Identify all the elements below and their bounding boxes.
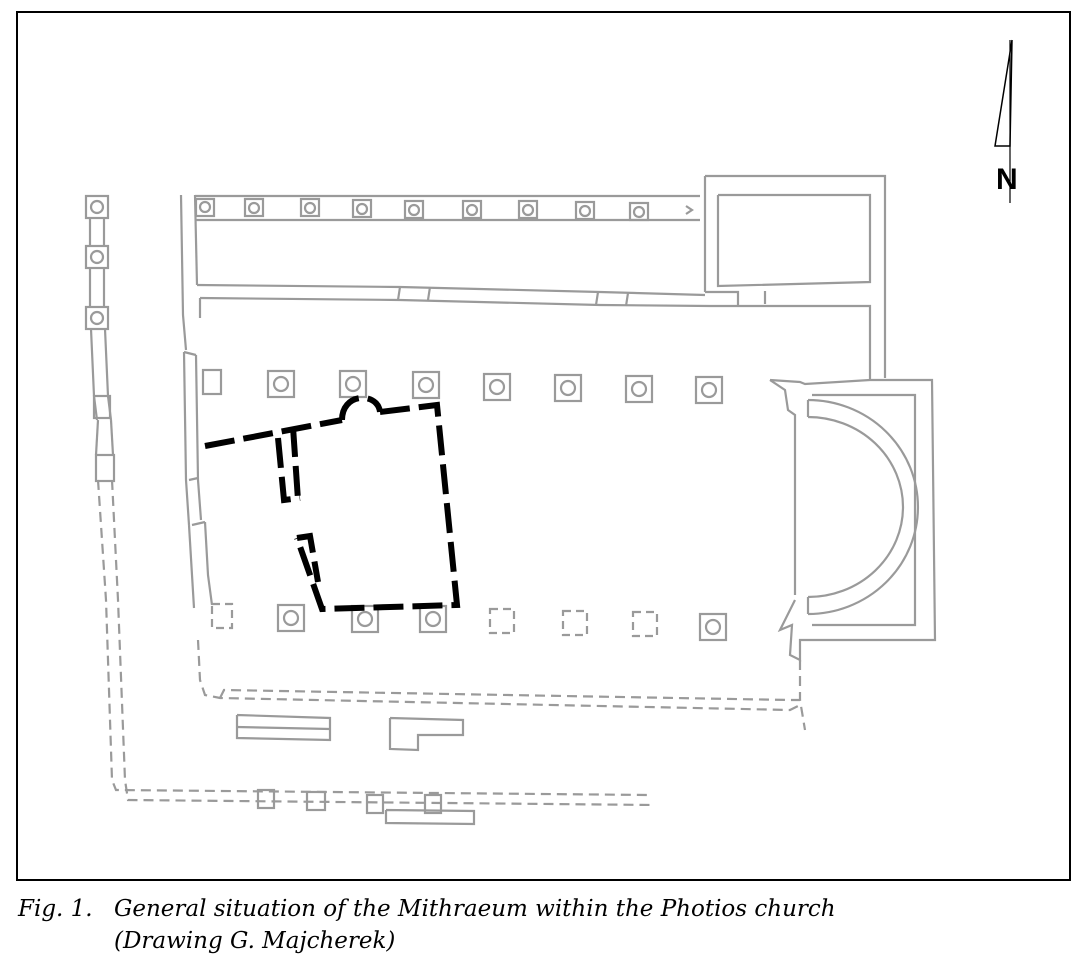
north-label: N [996, 163, 1018, 196]
caption-line-1: General situation of the Mithraeum withi… [114, 896, 836, 922]
caption-line-2: (Drawing G. Majcherek) [114, 928, 396, 954]
figure-caption: Fig. 1. General situation of the Mithrae… [18, 893, 836, 957]
church-walls [84, 174, 937, 826]
figure-frame [16, 11, 1071, 881]
caption-number: Fig. 1. [18, 896, 93, 922]
mithraeum-outline [204, 395, 461, 613]
site-plan: N [16, 11, 1071, 881]
north-arrow: N [994, 39, 1018, 203]
